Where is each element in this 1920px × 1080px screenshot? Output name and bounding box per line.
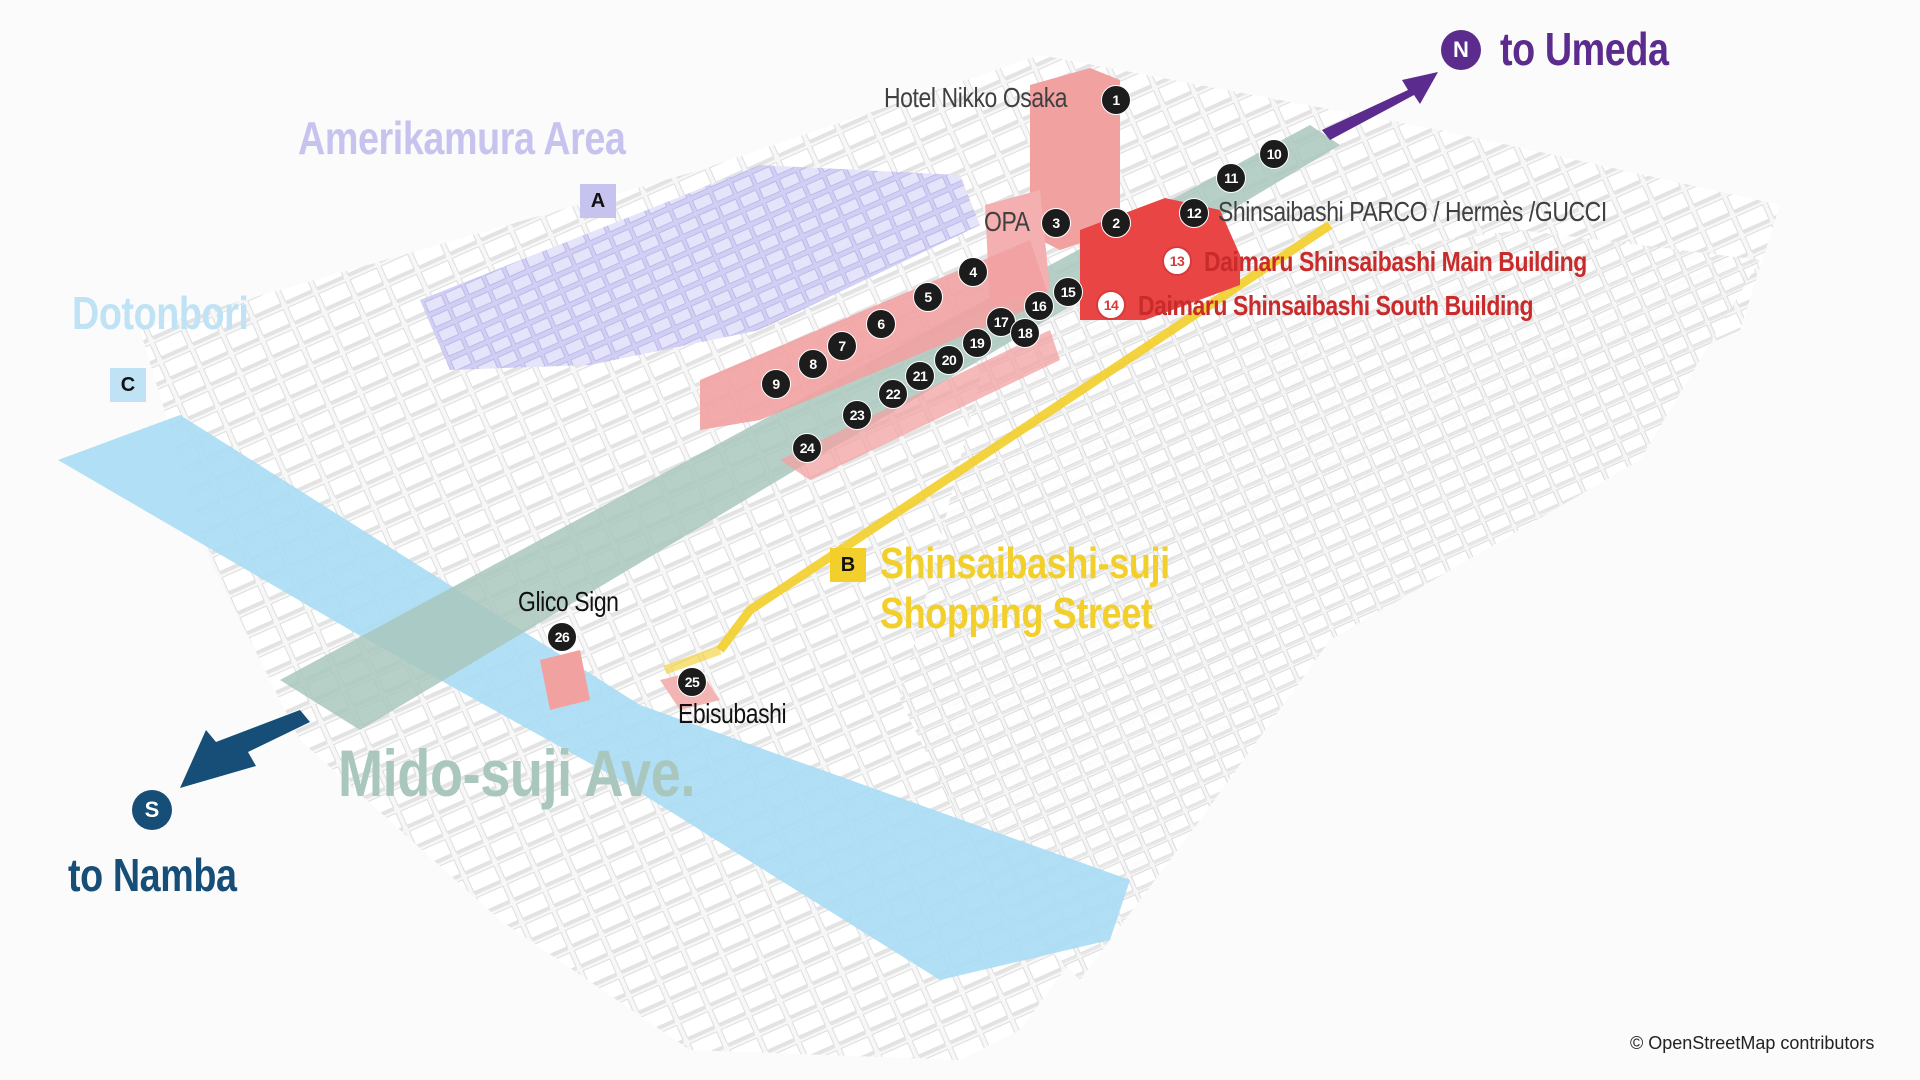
ebisubashi-label: Ebisubashi [678,698,787,729]
marker-5[interactable]: 5 [913,282,943,312]
marker-3[interactable]: 3 [1041,208,1071,238]
city-blocks-east [900,230,1760,980]
dotonbori-canal [58,415,1130,980]
shopping-label-line1: Shinsaibashi-suji [880,539,1170,588]
marker-1[interactable]: 1 [1101,85,1131,115]
daimaru-main-label: Daimaru Shinsaibashi Main Building [1204,246,1587,277]
osm-attribution: © OpenStreetMap contributors [1630,1033,1875,1053]
amerikamura-badge: A [580,184,616,218]
mido-suji-avenue [280,125,1340,730]
opa-label: OPA [984,206,1030,237]
marker-14[interactable]: 14 [1096,290,1126,320]
marker-7[interactable]: 7 [827,331,857,361]
hotel-nikko-label: Hotel Nikko Osaka [884,82,1068,113]
shopping-badge: B [830,548,866,582]
marker-20[interactable]: 20 [934,345,964,375]
parco-label: Shinsaibashi PARCO / Hermès /GUCCI [1218,196,1607,227]
shopping-street [716,221,1333,653]
shopping-street-ext [663,645,722,675]
marker-26[interactable]: 26 [547,622,577,652]
marker-12[interactable]: 12 [1179,198,1209,228]
marker-16[interactable]: 16 [1024,291,1054,321]
to-namba-label: to Namba [68,849,237,901]
marker-24[interactable]: 24 [792,433,822,463]
marker-6[interactable]: 6 [866,309,896,339]
south-arrow [180,710,310,788]
north-icon: N [1441,30,1481,70]
daimaru-south-label: Daimaru Shinsaibashi South Building [1138,290,1534,321]
to-umeda-label: to Umeda [1500,23,1669,75]
north-arrow [1322,72,1438,140]
glico-building [540,650,590,710]
marker-18[interactable]: 18 [1010,318,1040,348]
shopping-label-line2: Shopping Street [880,589,1153,638]
marker-13[interactable]: 13 [1162,246,1192,276]
marker-9[interactable]: 9 [761,369,791,399]
marker-25[interactable]: 25 [677,667,707,697]
marker-10[interactable]: 10 [1259,139,1289,169]
marker-8[interactable]: 8 [798,349,828,379]
marker-19[interactable]: 19 [962,328,992,358]
marker-23[interactable]: 23 [842,400,872,430]
marker-21[interactable]: 21 [905,361,935,391]
marker-22[interactable]: 22 [878,379,908,409]
amerikamura-zone [420,165,980,370]
marker-15[interactable]: 15 [1053,277,1083,307]
marker-11[interactable]: 11 [1216,163,1246,193]
south-icon: S [132,790,172,830]
marker-2[interactable]: 2 [1101,208,1131,238]
row-buildings-south [780,330,1060,480]
hotel-nikko-building [1030,68,1120,250]
mido-suji-label: Mido-suji Ave. [338,736,696,810]
marker-4[interactable]: 4 [958,257,988,287]
dotonbori-label: Dotonbori [72,287,249,339]
dotonbori-badge: C [110,368,146,402]
amerikamura-label: Amerikamura Area [298,112,626,164]
glico-label: Glico Sign [518,586,619,617]
